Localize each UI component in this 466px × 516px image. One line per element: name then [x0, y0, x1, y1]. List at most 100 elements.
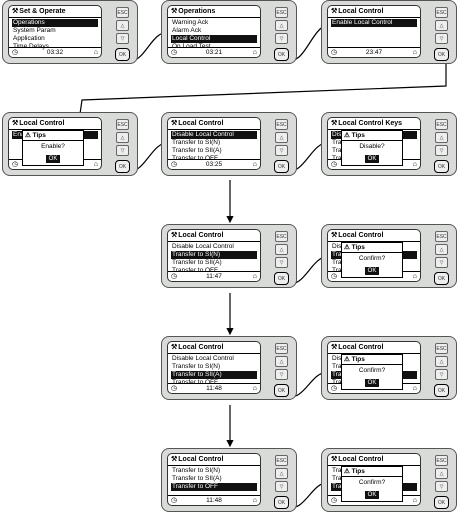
wrench-icon: ⚒ [171, 120, 178, 127]
menu-item[interactable]: Transfer to SI(N) [172, 139, 221, 146]
menu-item[interactable]: Disable Local Control [172, 243, 234, 250]
down-button[interactable]: ▽ [275, 369, 288, 380]
up-button[interactable]: △ [275, 20, 288, 31]
up-button[interactable]: △ [435, 244, 448, 255]
menu-item[interactable]: Alarm Ack [172, 27, 202, 34]
esc-button[interactable]: ESC [435, 455, 448, 466]
dialog-ok-button[interactable]: OK [365, 491, 379, 499]
menu-item[interactable]: Local Control [171, 35, 257, 43]
down-button[interactable]: ▽ [275, 145, 288, 156]
up-button[interactable]: △ [435, 356, 448, 367]
screen-title-text: Operations [178, 8, 216, 15]
down-button[interactable]: ▽ [435, 145, 448, 156]
menu-item[interactable]: Disable Local Control [171, 131, 257, 139]
esc-button[interactable]: ESC [275, 343, 288, 354]
esc-button[interactable]: ESC [435, 7, 448, 18]
up-button[interactable]: △ [435, 468, 448, 479]
clock-icon: ◷ [331, 273, 338, 280]
down-button[interactable]: ▽ [116, 145, 129, 156]
screen-title-text: Local Control [178, 456, 224, 463]
ok-button[interactable]: OK [274, 48, 289, 61]
menu-item[interactable]: Transfer to SI(N) [172, 467, 221, 474]
down-button[interactable]: ▽ [435, 481, 448, 492]
clock-icon: ◷ [171, 385, 178, 392]
up-button[interactable]: △ [116, 132, 129, 143]
menu-item[interactable]: Transfer to SII(A) [172, 475, 222, 482]
ok-button[interactable]: OK [434, 384, 449, 397]
menu-item[interactable]: Transfer to OFF [172, 155, 218, 162]
clock-icon: ◷ [171, 49, 178, 56]
up-button[interactable]: △ [116, 20, 129, 31]
ok-button[interactable]: OK [274, 272, 289, 285]
down-button[interactable]: ▽ [435, 369, 448, 380]
ok-button[interactable]: OK [115, 48, 130, 61]
dialog-ok-button[interactable]: OK [365, 267, 379, 275]
menu-item[interactable]: Transfer to SII(A) [172, 147, 222, 154]
menu-item[interactable]: Transfer to SI(N) [171, 251, 257, 259]
menu-item[interactable]: On Load Test [172, 43, 211, 50]
ok-button[interactable]: OK [434, 272, 449, 285]
ok-button[interactable]: OK [434, 496, 449, 509]
clock-icon: ◷ [171, 273, 178, 280]
menu-item[interactable]: Disable Local Control [172, 355, 234, 362]
up-button[interactable]: △ [435, 20, 448, 31]
dialog-ok-button[interactable]: OK [365, 155, 379, 163]
menu-item[interactable]: Warning Ack [172, 19, 209, 26]
down-button[interactable]: ▽ [275, 33, 288, 44]
up-button[interactable]: △ [275, 244, 288, 255]
down-button[interactable]: ▽ [116, 33, 129, 44]
menu-item[interactable]: Time Delays [13, 43, 49, 50]
title-divider [168, 353, 260, 354]
wrench-icon: ⚒ [331, 120, 338, 127]
menu-item[interactable]: Transfer to OFF [171, 483, 257, 491]
menu-item[interactable]: Operations [12, 19, 98, 27]
esc-button[interactable]: ESC [435, 119, 448, 130]
screen-title-text: Local Control [338, 8, 384, 15]
ok-button[interactable]: OK [274, 496, 289, 509]
up-button[interactable]: △ [435, 132, 448, 143]
menu-item[interactable]: Transfer to SI(N) [172, 363, 221, 370]
esc-button[interactable]: ESC [275, 455, 288, 466]
down-button[interactable]: ▽ [435, 257, 448, 268]
ok-button[interactable]: OK [434, 160, 449, 173]
esc-button[interactable]: ESC [275, 119, 288, 130]
esc-button[interactable]: ESC [435, 231, 448, 242]
screen-footer: ◷11:48⌂ [168, 495, 260, 505]
menu-item[interactable]: Transfer to SII(A) [172, 259, 222, 266]
screen-footer: ◷23:47⌂ [328, 47, 420, 57]
home-icon: ⌂ [412, 497, 417, 504]
dialog-title-text: Tips [32, 132, 46, 139]
down-button[interactable]: ▽ [275, 481, 288, 492]
menu-item[interactable]: Transfer to SII(A) [171, 371, 257, 379]
dialog-title-text: Tips [351, 244, 365, 251]
esc-button[interactable]: ESC [275, 231, 288, 242]
up-button[interactable]: △ [275, 132, 288, 143]
esc-button[interactable]: ESC [275, 7, 288, 18]
clock-icon: ◷ [331, 497, 338, 504]
ok-button[interactable]: OK [274, 384, 289, 397]
esc-button[interactable]: ESC [116, 7, 129, 18]
menu-item[interactable]: System Param [13, 27, 56, 34]
down-button[interactable]: ▽ [275, 257, 288, 268]
up-button[interactable]: △ [275, 356, 288, 367]
esc-button[interactable]: ESC [116, 119, 129, 130]
menu-item[interactable]: Application [13, 35, 45, 42]
device-panel: ⚒Local Control KeysDisable Local Control… [321, 112, 457, 176]
menu-item[interactable]: Transfer to OFF [172, 267, 218, 274]
dialog-ok-button[interactable]: OK [365, 379, 379, 387]
menu-item[interactable]: Transfer to OFF [172, 379, 218, 386]
down-button[interactable]: ▽ [435, 33, 448, 44]
ok-button[interactable]: OK [115, 160, 130, 173]
menu-item[interactable]: Enable Local Control [331, 19, 417, 27]
screen-title-text: Local Control [178, 120, 224, 127]
esc-button[interactable]: ESC [435, 343, 448, 354]
up-button[interactable]: △ [275, 468, 288, 479]
ok-button[interactable]: OK [274, 160, 289, 173]
dialog-ok-button[interactable]: OK [46, 155, 60, 163]
dialog-message: Confirm? [358, 255, 386, 262]
ok-button[interactable]: OK [434, 48, 449, 61]
home-icon: ⌂ [412, 273, 417, 280]
